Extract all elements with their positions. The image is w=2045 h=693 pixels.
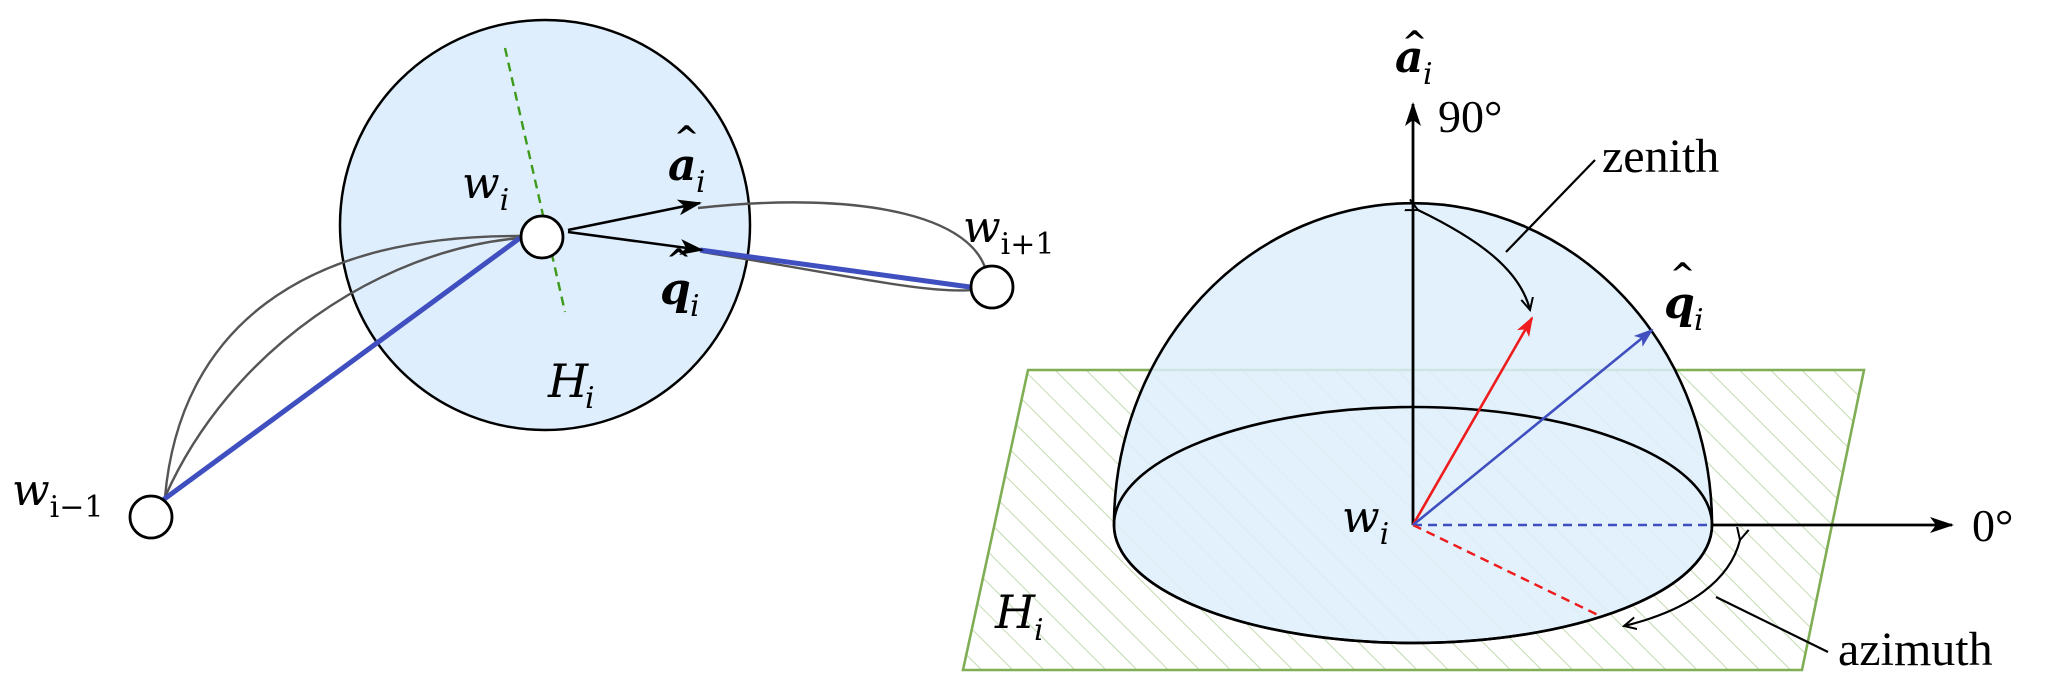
svg-text:a: a <box>1395 32 1424 83</box>
vector-q-arrow <box>567 230 704 255</box>
svg-text:i: i <box>696 165 706 200</box>
label-vector-a: ^ a i <box>668 120 706 200</box>
svg-text:i: i <box>690 289 700 324</box>
label-node-current: wi <box>462 158 509 218</box>
vector-q-blue <box>1412 328 1654 527</box>
vector-a-arrow <box>567 199 702 232</box>
label-origin: wi <box>1342 492 1389 552</box>
label-vector-q-right: ^ q i <box>1664 257 1704 338</box>
node-prev <box>128 494 174 540</box>
label-0-degree: 0° <box>1972 500 2013 551</box>
node-current <box>519 214 565 260</box>
label-azimuth: azimuth <box>1838 623 1993 676</box>
label-vector-q: ^ q i <box>660 243 700 324</box>
svg-text:H: H <box>547 354 589 408</box>
svg-text:i: i <box>1423 57 1433 92</box>
svg-text:i: i <box>1034 613 1044 648</box>
label-node-next: wi+1 <box>963 202 1055 262</box>
path-segment-blue <box>699 247 971 290</box>
azimuth-leader <box>1715 596 1829 653</box>
red-projection-dashed <box>1412 523 1599 617</box>
zenith-leader <box>1505 159 1596 253</box>
left-panel: wi−1 wi wi+1 ^ a i ^ q i H i <box>12 18 1055 540</box>
azimuth-arc <box>1624 540 1740 626</box>
svg-text:^: ^ <box>666 243 691 278</box>
svg-text:q: q <box>660 264 691 315</box>
label-plane-right: H i <box>994 585 1044 648</box>
node-next <box>969 264 1015 310</box>
candidate-curve <box>163 234 521 498</box>
svg-text:H: H <box>994 585 1036 639</box>
svg-text:q: q <box>1664 278 1695 329</box>
label-plane-left: H i <box>547 354 595 416</box>
right-panel: ^ a i 90° zenith ^ q i wi 0° H i azimuth <box>961 25 2013 676</box>
svg-text:^: ^ <box>674 120 699 155</box>
tangent-plane-dashed-line <box>503 47 567 313</box>
zenith-arc <box>1418 210 1530 310</box>
path-segment-blue <box>161 235 522 503</box>
red-vector <box>1411 316 1534 526</box>
svg-text:i: i <box>585 381 595 416</box>
label-node-prev: wi−1 <box>12 465 104 525</box>
label-zenith: zenith <box>1602 130 1719 183</box>
label-vector-a-right: ^ a i <box>1395 25 1433 92</box>
svg-text:^: ^ <box>1402 25 1427 60</box>
candidate-curve <box>163 236 521 498</box>
svg-text:i: i <box>1694 303 1704 338</box>
svg-text:a: a <box>668 140 697 191</box>
svg-text:^: ^ <box>1670 257 1695 292</box>
label-90-degree: 90° <box>1438 91 1502 142</box>
candidate-curve <box>697 201 990 288</box>
